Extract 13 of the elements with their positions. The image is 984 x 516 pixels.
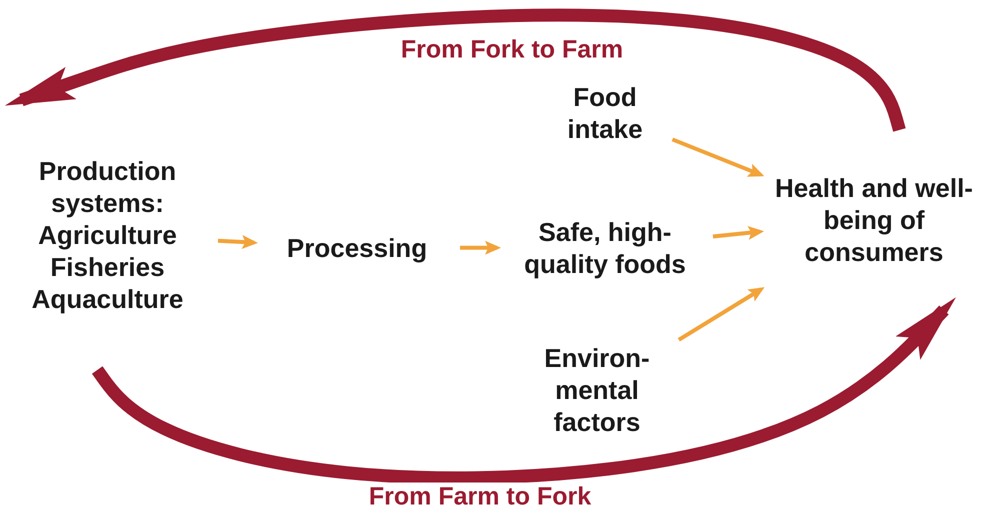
- node-label: Food intake: [545, 75, 665, 150]
- node-label: Environ- mental factors: [522, 335, 672, 445]
- arrow: [672, 138, 764, 177]
- curved-arrow: [92, 297, 956, 484]
- node-label: Safe, high-quality foods: [505, 190, 705, 305]
- arrow: [218, 235, 258, 249]
- node-label: Production systems: Agriculture Fisheries Aquaculture: [5, 100, 210, 370]
- node-label: Processing: [262, 225, 452, 271]
- arrow: [712, 226, 764, 240]
- arrow: [678, 287, 765, 342]
- arrow: [460, 240, 501, 255]
- node-label: Health and well-being of consumers: [768, 130, 980, 310]
- curved-arrow: [4, 8, 906, 132]
